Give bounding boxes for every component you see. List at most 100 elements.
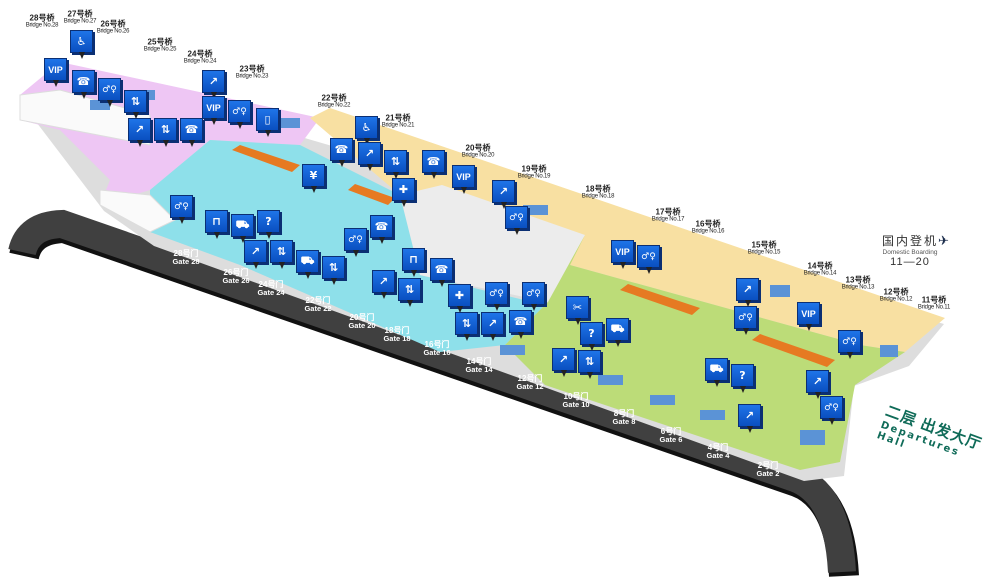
help-icon[interactable]: ? [580, 322, 603, 351]
restroom-icon[interactable]: ♂♀ [505, 206, 528, 235]
vip-icon[interactable]: VIP [611, 240, 634, 269]
cart-icon[interactable]: ⛟ [606, 318, 629, 347]
restroom-icon[interactable]: ♂♀ [637, 245, 660, 274]
counter [348, 184, 395, 205]
help-icon[interactable]: ? [731, 364, 754, 393]
bridge-cn: 26号桥 [100, 19, 126, 29]
escalator-icon[interactable]: ↗ [202, 70, 225, 99]
restroom-icon[interactable]: ♂♀ [170, 195, 193, 224]
bridge-en: Bridge No.16 [691, 229, 725, 236]
bridge-en: Bridge No.14 [803, 271, 837, 278]
vip-icon[interactable]: VIP [202, 96, 225, 125]
gate-cn: 16号门 [424, 339, 450, 349]
bridge-en: Bridge No.18 [581, 194, 615, 201]
bridge-cn: 24号桥 [187, 49, 213, 59]
bridge-en: Bridge No.24 [183, 59, 217, 66]
elevator-icon[interactable]: ⇅ [154, 118, 177, 147]
escalator-icon[interactable]: ↗ [244, 240, 267, 269]
currency-icon[interactable]: ¥ [302, 164, 325, 193]
escalator-icon[interactable]: ↗ [372, 270, 395, 299]
bridge-cn: 12号桥 [883, 287, 909, 297]
gate-en: Gate 4 [706, 451, 730, 461]
escalator-icon[interactable]: ↗ [738, 404, 761, 433]
bridge-en: Bridge No.20 [461, 153, 495, 160]
bridge-en: Bridge No.13 [841, 285, 875, 292]
restroom-icon[interactable]: ♂♀ [838, 330, 861, 359]
bridge-cn: 14号桥 [807, 261, 833, 271]
vip-icon[interactable]: VIP [797, 302, 820, 331]
counter [620, 284, 700, 315]
bridge-cn: 22号桥 [321, 93, 347, 103]
restroom-icon[interactable]: ♂♀ [820, 396, 843, 425]
tools-icon[interactable]: ✂ [566, 296, 589, 325]
vip-icon[interactable]: VIP [452, 165, 475, 194]
phone-icon[interactable]: ☎ [72, 70, 95, 99]
restroom-icon[interactable]: ♂♀ [228, 100, 251, 129]
road [8, 209, 859, 577]
gate-cn: 6号门 [660, 426, 682, 436]
elevator-icon[interactable]: ⇅ [578, 350, 601, 379]
restroom-icon[interactable]: ♂♀ [98, 78, 121, 107]
restroom-icon[interactable]: ♂♀ [734, 306, 757, 335]
elevator-icon[interactable]: ⇅ [398, 278, 421, 307]
bridge-cn: 17号桥 [655, 207, 681, 217]
escalator-icon[interactable]: ↗ [128, 118, 151, 147]
phone-icon[interactable]: ☎ [370, 215, 393, 244]
phone-icon[interactable]: ☎ [430, 258, 453, 287]
cart-icon[interactable]: ⛟ [296, 250, 319, 279]
cart-icon[interactable]: ⛟ [231, 214, 254, 243]
luggage-icon[interactable]: ▯ [256, 108, 279, 137]
elevator-icon[interactable]: ⇅ [455, 312, 478, 341]
bridge-en: Bridge No.27 [63, 19, 97, 26]
escalator-icon[interactable]: ↗ [481, 312, 504, 341]
bridge-en: Bridge No.25 [143, 47, 177, 54]
elevator-icon[interactable]: ⇅ [384, 150, 407, 179]
accessible-seat-icon[interactable]: ♿ [70, 30, 93, 59]
baggage-icon[interactable]: ⊓ [402, 248, 425, 277]
bridge-cn: 19号桥 [521, 164, 547, 174]
domestic-en: Domestic Boarding [882, 249, 938, 256]
elevator-icon[interactable]: ⇅ [270, 240, 293, 269]
bridge-en: Bridge No.21 [381, 123, 415, 130]
cart-icon[interactable]: ⛟ [705, 358, 728, 387]
domestic-boarding-sign: 国内登机 Domestic Boarding 11—20 [860, 232, 960, 268]
phone-icon[interactable]: ☎ [509, 310, 532, 339]
bridge-cn: 18号桥 [585, 184, 611, 194]
medical-icon[interactable]: ✚ [448, 284, 471, 313]
baggage-icon[interactable]: ⊓ [205, 210, 228, 239]
elevator-icon[interactable]: ⇅ [124, 90, 147, 119]
escalator-icon[interactable]: ↗ [552, 348, 575, 377]
phone-icon[interactable]: ☎ [422, 150, 445, 179]
escalator-icon[interactable]: ↗ [492, 180, 515, 209]
restroom-icon[interactable]: ♂♀ [485, 282, 508, 311]
phone-icon[interactable]: ☎ [330, 138, 353, 167]
elevator-icon[interactable]: ⇅ [322, 256, 345, 285]
escalator-icon[interactable]: ↗ [806, 370, 829, 399]
vip-icon[interactable]: VIP [44, 58, 67, 87]
accessible-seat-icon[interactable]: ♿ [355, 116, 378, 145]
help-icon[interactable]: ? [257, 210, 280, 239]
restroom-icon[interactable]: ♂♀ [344, 228, 367, 257]
medical-icon[interactable]: ✚ [392, 178, 415, 207]
phone-icon[interactable]: ☎ [180, 118, 203, 147]
gate-cn: 10号门 [563, 391, 589, 401]
escalator-icon[interactable]: ↗ [358, 142, 381, 171]
escalator-icon[interactable]: ↗ [736, 278, 759, 307]
restroom-icon[interactable]: ♂♀ [522, 282, 545, 311]
